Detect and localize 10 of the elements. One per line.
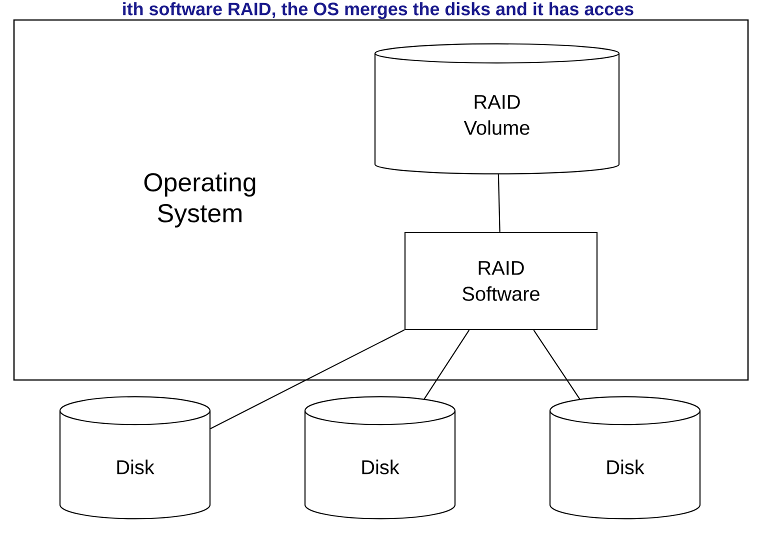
connector-line (498, 174, 500, 232)
connector-line (210, 329, 405, 430)
process-box: RAID Software (404, 232, 598, 330)
cylinder: Disk (304, 396, 456, 520)
cylinder: Disk (549, 396, 701, 520)
connector-line (424, 330, 470, 400)
connector-line (533, 330, 580, 400)
cylinder: Disk (59, 396, 211, 520)
cylinder: RAID Volume (374, 43, 620, 174)
title: ith software RAID, the OS merges the disks and it has acces (123, 2, 634, 19)
